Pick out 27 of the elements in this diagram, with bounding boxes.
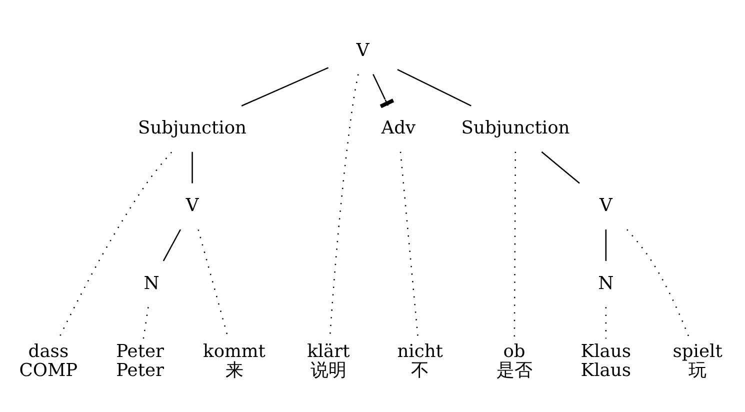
connector <box>396 68 471 106</box>
connector <box>240 66 328 106</box>
connector <box>58 151 172 338</box>
node-text: V <box>598 194 612 216</box>
node-text: Subjunction <box>138 117 246 138</box>
connector <box>142 306 148 338</box>
connector <box>191 151 192 183</box>
node-text: ob 是否 <box>496 340 532 381</box>
connector <box>399 151 418 338</box>
node-text: N <box>598 272 614 294</box>
connector <box>604 229 606 260</box>
node-text: N <box>143 272 159 294</box>
node-text: nicht 不 <box>396 340 442 381</box>
node-text: V <box>356 39 369 60</box>
node-text: kommt 来 <box>202 340 265 381</box>
node-text: Klaus Klaus <box>580 340 631 381</box>
node-text: Adv <box>380 117 416 138</box>
node-text: Subjunction <box>460 117 570 138</box>
node-text: dass COMP <box>18 340 78 381</box>
node-text: klärt 说明 <box>306 340 350 381</box>
connector <box>626 228 690 338</box>
connector <box>162 228 181 261</box>
connector <box>540 150 580 184</box>
connector <box>372 73 394 108</box>
node-text: Peter Peter <box>116 340 164 381</box>
node-text: V <box>185 194 198 216</box>
node-text: spielt 玩 <box>672 340 722 381</box>
